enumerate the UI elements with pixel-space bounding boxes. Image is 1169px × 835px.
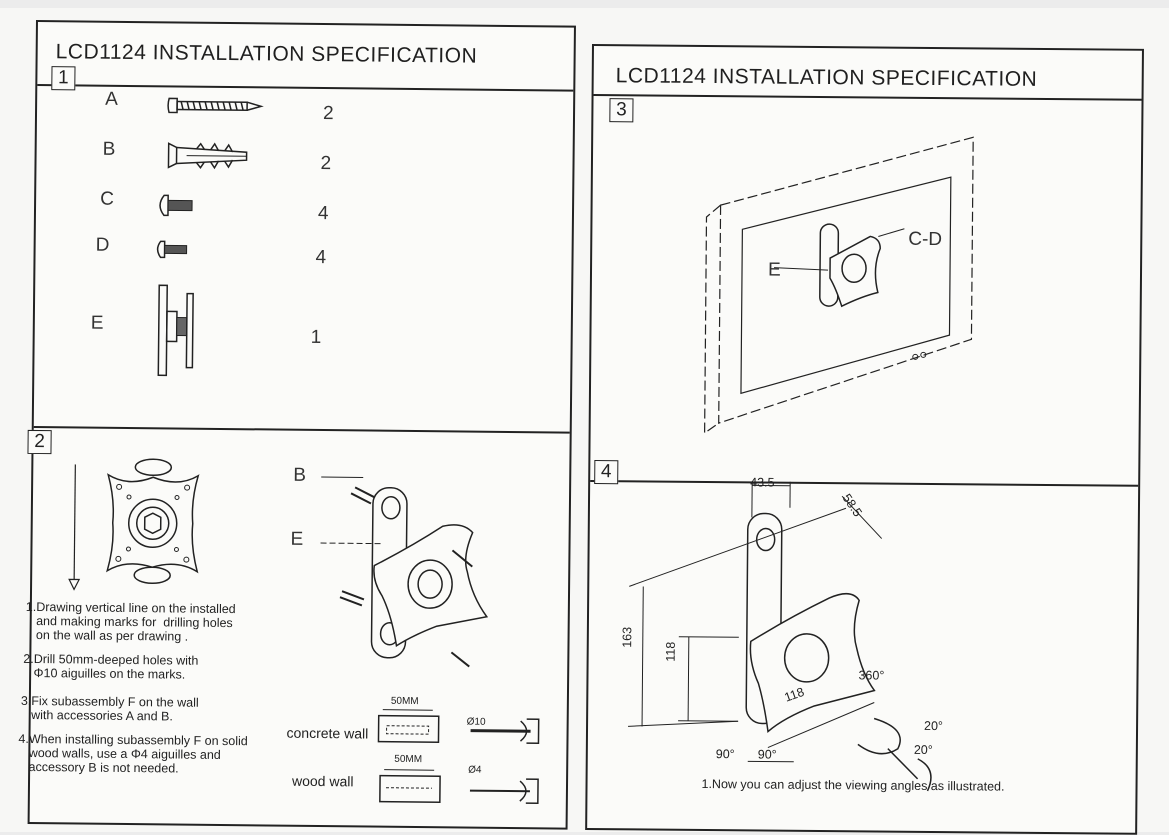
angle-360: 360° (858, 668, 884, 682)
section3-label-cd: C-D (908, 229, 942, 251)
angle-pan-90-right: 90° (758, 747, 777, 761)
wall-mount-assembly-drawing (301, 465, 503, 667)
section4-note: 1.Now you can adjust the viewing angles … (701, 777, 1004, 794)
drill-hole-diagrams (370, 702, 541, 814)
part-c-qty: 4 (318, 203, 329, 225)
section-3-number: 3 (609, 98, 633, 122)
wall-plate-front-view (52, 444, 204, 606)
section3-label-e: E (768, 260, 781, 282)
concrete-wall-label: concrete wall (286, 725, 368, 742)
step-3-text: 3.Fix subassembly F on the wall with acc… (21, 694, 199, 724)
step-1-text: 1.Drawing vertical line on the installed… (25, 600, 235, 644)
left-page-title: LCD1124 INSTALLATION SPECIFICATION (56, 40, 478, 68)
part-b-letter: B (103, 139, 116, 161)
monitor-mount-drawing (700, 127, 983, 449)
wall-anchor-icon (166, 139, 266, 172)
wood-screw-icon (167, 95, 267, 116)
section-divider-1-2 (34, 426, 570, 434)
left-page: LCD1124 INSTALLATION SPECIFICATION 1 A B… (28, 20, 576, 830)
part-d-qty: 4 (315, 247, 326, 269)
dim-118-vertical: 118 (664, 642, 678, 662)
angle-tilt-20-down: 20° (914, 743, 933, 757)
part-e-letter: E (91, 313, 104, 335)
part-e-qty: 1 (311, 327, 322, 349)
bolt-icon (158, 193, 198, 217)
part-a-qty: 2 (323, 103, 334, 125)
angle-tilt-20-up: 20° (924, 719, 943, 733)
section-2-number: 2 (27, 430, 51, 454)
dimension-drawing (618, 476, 961, 779)
part-d-letter: D (96, 235, 110, 257)
angle-pan-90-left: 90° (716, 747, 735, 761)
section2-label-e: E (290, 529, 303, 551)
part-a-letter: A (105, 89, 118, 111)
part-b-qty: 2 (320, 153, 331, 175)
wood-wall-label: wood wall (292, 773, 354, 790)
part-c-letter: C (100, 189, 114, 211)
section-4-number: 4 (594, 460, 618, 484)
bracket-side-icon (154, 283, 205, 380)
step-2-text: 2.Drill 50mm-deeped holes with Φ10 aigui… (23, 652, 198, 682)
dim-43-5: 43.5 (750, 475, 774, 489)
right-page: LCD1124 INSTALLATION SPECIFICATION 3 E C… (585, 44, 1144, 835)
right-title-divider (594, 94, 1142, 101)
right-page-title: LCD1124 INSTALLATION SPECIFICATION (616, 64, 1038, 92)
section-1-number: 1 (51, 66, 75, 90)
step-4-text: 4.When installing subassembly F on solid… (18, 732, 248, 776)
dim-163: 163 (620, 627, 634, 648)
small-bolt-icon (156, 239, 196, 259)
